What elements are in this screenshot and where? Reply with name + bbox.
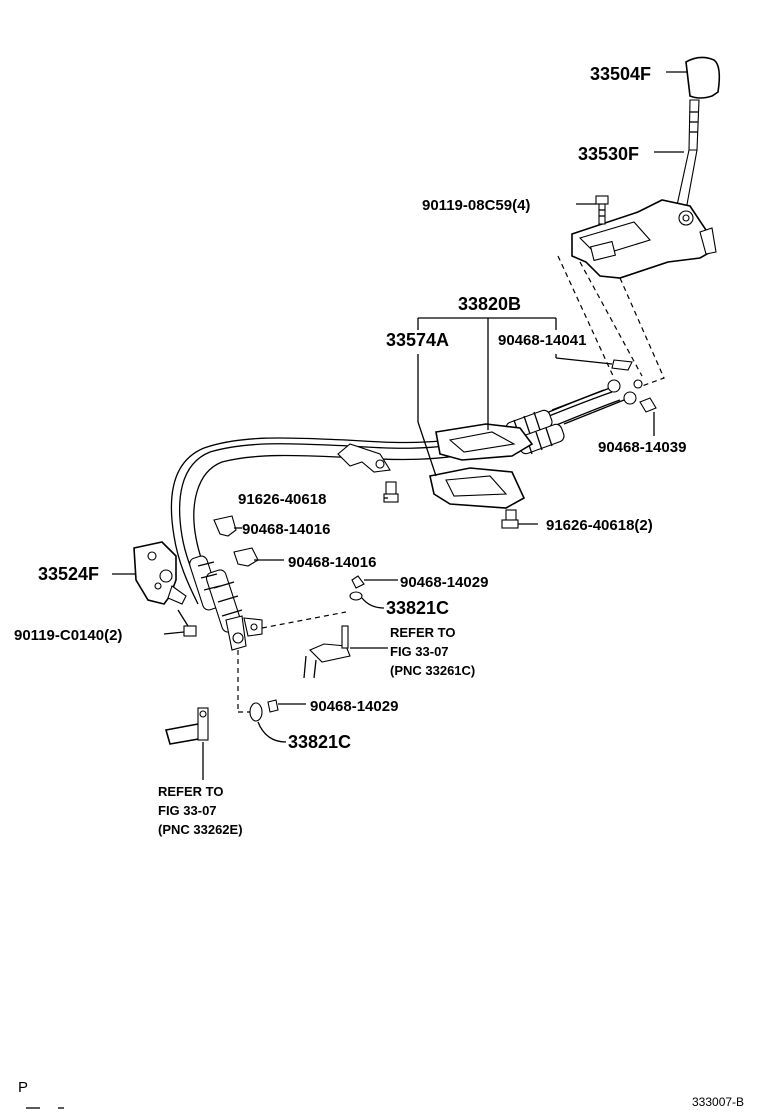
bolt-90119-08c59-drawing [595, 195, 609, 225]
refer-a-line1: REFER TO [390, 625, 456, 640]
cable-assembly-drawing [170, 379, 643, 651]
leader-lines [112, 71, 688, 780]
label-33821c-a: 33821C [386, 598, 449, 618]
bushing-33821c-a-drawing [349, 591, 363, 601]
bolt-91626-40618-drawing [383, 481, 399, 503]
label-90119-08c59: 90119-08C59(4) [422, 197, 530, 214]
select-lever-drawing [303, 625, 351, 679]
label-90119-c0140: 90119-C0140(2) [14, 627, 122, 644]
label-90468-14029-b: 90468-14029 [310, 698, 398, 715]
shift-lever-drawing [675, 99, 700, 211]
clip-90468-14029-b-drawing [267, 699, 279, 713]
clip-90468-14039-drawing [639, 397, 657, 413]
refer-a-line2: FIG 33-07 [390, 644, 449, 659]
refer-b-line2: FIG 33-07 [158, 803, 217, 818]
refer-note-33262e: REFER TO FIG 33-07 (PNC 33262E) [158, 784, 243, 837]
shift-lever-lower-drawing [164, 707, 209, 745]
clip-90468-14016-a-drawing [213, 515, 237, 537]
label-33821c-b: 33821C [288, 732, 351, 752]
label-91626-40618: 91626-40618 [238, 491, 326, 508]
label-91626-40618-2: 91626-40618(2) [546, 517, 653, 534]
bolt-91626-40618-2-drawing [501, 509, 519, 529]
label-33574a: 33574A [386, 330, 449, 350]
retainer-33574a-drawing [429, 423, 534, 509]
label-33504f: 33504F [590, 64, 651, 84]
clip-90468-14041-drawing [611, 359, 633, 371]
label-33820b: 33820B [458, 294, 521, 314]
shift-housing-drawing [571, 199, 717, 279]
refer-b-line1: REFER TO [158, 784, 224, 799]
shift-knob-drawing [685, 56, 721, 99]
clip-90468-14029-a-drawing [351, 575, 365, 589]
footer-left-mark: P [18, 1079, 28, 1096]
bushing-33821c-b-drawing [249, 702, 263, 722]
label-90468-14041: 90468-14041 [498, 332, 586, 349]
label-90468-14016-b: 90468-14016 [288, 554, 376, 571]
refer-note-33261c: REFER TO FIG 33-07 (PNC 33261C) [390, 625, 475, 678]
bolt-90119-c0140-drawing [177, 609, 197, 637]
refer-b-line3: (PNC 33262E) [158, 822, 243, 837]
label-33530f: 33530F [578, 144, 639, 164]
clip-90468-14016-b-drawing [233, 547, 259, 567]
figure-code: 333007-B [692, 1095, 744, 1109]
label-90468-14039: 90468-14039 [598, 439, 686, 456]
label-90468-14029-a: 90468-14029 [400, 574, 488, 591]
label-33524f: 33524F [38, 564, 99, 584]
refer-a-line3: (PNC 33261C) [390, 663, 475, 678]
label-90468-14016-a: 90468-14016 [242, 521, 330, 538]
bracket-33524f-drawing [133, 541, 187, 605]
